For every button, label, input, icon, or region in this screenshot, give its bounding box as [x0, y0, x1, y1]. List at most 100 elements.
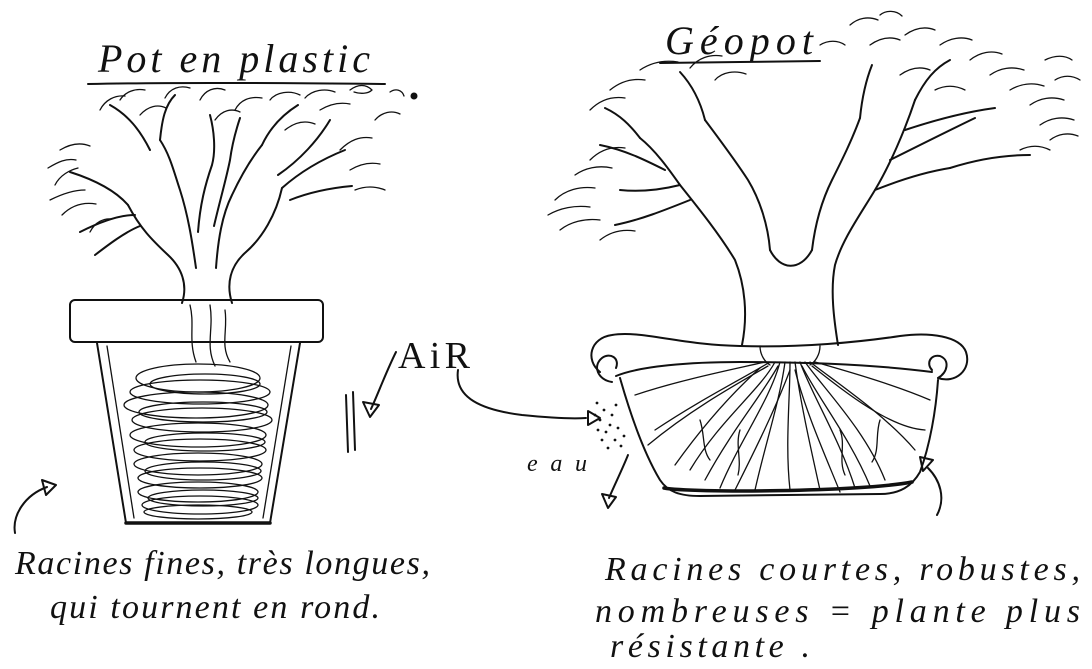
- right-canopy-stroke: [1010, 84, 1044, 90]
- right-canopy-stroke: [820, 41, 845, 45]
- left-canopy-stroke: [350, 163, 380, 170]
- air-arrow-left-shaft: [371, 352, 396, 409]
- root-from-trunk: [190, 305, 196, 362]
- circling-root-loop: [134, 439, 266, 461]
- right-canopy-stroke: [1030, 98, 1064, 105]
- left-canopy-stroke: [50, 190, 85, 200]
- right-canopy-stroke: [990, 68, 1024, 75]
- left-trunk-stroke: [278, 120, 330, 175]
- air-pore-dot: [605, 431, 608, 434]
- fabric-pot-rim-roll-left: [597, 356, 617, 382]
- left-canopy-stroke: [120, 89, 145, 100]
- left-trunk-stroke: [160, 95, 175, 140]
- air-pore-dot: [614, 439, 617, 442]
- left-trunk-stroke: [290, 186, 352, 200]
- left-canopy-stroke: [320, 103, 350, 110]
- left-trunk-stroke: [282, 150, 345, 188]
- right-canopy-stroke: [935, 86, 965, 90]
- left-pointer-shaft: [15, 487, 47, 533]
- left-trunk-stroke: [128, 205, 184, 303]
- air-pore-dot: [617, 427, 620, 430]
- right-canopy-stroke: [870, 38, 900, 45]
- fabric-root: [675, 368, 760, 465]
- right-trunk-stroke: [812, 118, 860, 250]
- right-caption-line-2: nombreuses = plante plus: [595, 593, 1080, 630]
- left-canopy-stroke: [305, 90, 335, 98]
- right-title-group: Géopot: [660, 18, 820, 63]
- right-trunk-stroke: [640, 138, 745, 345]
- right-canopy-stroke: [1020, 146, 1050, 150]
- left-canopy-stroke: [390, 90, 404, 96]
- right-trunk-stroke: [605, 108, 640, 138]
- right-canopy-stroke: [880, 11, 902, 16]
- left-canopy-stroke: [285, 122, 315, 130]
- right-canopy-stroke: [905, 28, 935, 35]
- left-canopy-stroke: [48, 159, 76, 168]
- air-label: AiR: [398, 335, 471, 377]
- left-canopy-stroke: [55, 168, 78, 185]
- water-annotation: eau: [527, 451, 628, 508]
- right-canopy-stroke: [610, 79, 645, 90]
- right-trunk-stroke: [620, 185, 680, 191]
- fabric-root: [788, 362, 790, 490]
- right-trunk-stroke: [915, 60, 950, 100]
- left-tree-trunk: [70, 95, 352, 303]
- left-trunk-stroke: [198, 115, 214, 232]
- left-trunk-stroke: [216, 145, 262, 268]
- fabric-root: [755, 362, 785, 490]
- air-pore-dot: [615, 404, 618, 407]
- left-title-underline: [88, 83, 385, 84]
- left-caption-line-2: qui tournent en rond.: [50, 589, 380, 626]
- right-canopy-stroke: [1055, 76, 1080, 80]
- left-trunk-stroke: [229, 188, 282, 303]
- air-pore-dot: [594, 414, 597, 417]
- right-trunk-stroke: [770, 250, 812, 266]
- air-arrow-right-head: [588, 411, 600, 425]
- plastic-wall-mark: [346, 395, 348, 452]
- right-caption: Racines courtes, robustes, nombreuses = …: [595, 551, 1080, 665]
- water-label: eau: [527, 451, 587, 477]
- left-title: Pot en plastic: [97, 36, 370, 81]
- right-canopy-stroke: [1040, 118, 1074, 125]
- left-caption-pointer: [15, 480, 56, 533]
- left-tree-canopy: [48, 86, 418, 233]
- left-canopy-stroke: [140, 106, 166, 115]
- left-canopy-stroke: [215, 110, 240, 120]
- fabric-root: [735, 370, 790, 490]
- left-canopy-stroke: [350, 86, 372, 94]
- water-arrow-head: [602, 494, 616, 508]
- left-caption: Racines fines, très longues, qui tournen…: [14, 545, 430, 626]
- left-canopy-stroke: [340, 138, 372, 151]
- circling-root-loop: [139, 402, 267, 422]
- left-canopy-stroke: [270, 92, 300, 100]
- right-title: Géopot: [665, 18, 814, 63]
- left-canopy-leaf: [411, 93, 418, 100]
- right-trunk-stroke: [860, 65, 872, 118]
- air-pore-dot: [596, 402, 599, 405]
- right-canopy-stroke: [548, 206, 590, 215]
- right-trunk-stroke: [905, 108, 995, 130]
- right-canopy-stroke: [715, 72, 746, 80]
- left-trunk-stroke: [80, 215, 135, 232]
- left-canopy-stroke: [62, 203, 96, 215]
- air-pore-dot: [607, 447, 610, 450]
- right-canopy-stroke: [940, 38, 972, 45]
- air-pore-dot: [623, 435, 626, 438]
- right-canopy-stroke: [555, 188, 595, 201]
- right-trunk-stroke: [615, 200, 690, 225]
- left-canopy-stroke: [375, 112, 400, 120]
- root-from-trunk: [210, 305, 215, 366]
- air-pore-dot: [620, 445, 623, 448]
- right-tree-canopy: [548, 11, 1080, 240]
- plastic-pot: [70, 300, 323, 523]
- right-canopy-stroke: [1045, 56, 1072, 60]
- left-trunk-stroke: [160, 140, 196, 268]
- air-pore-dot: [601, 439, 604, 442]
- left-canopy-stroke: [165, 87, 190, 98]
- right-canopy-stroke: [850, 18, 878, 25]
- fabric-root: [795, 370, 840, 492]
- left-caption-line-1: Racines fines, très longues,: [14, 545, 430, 582]
- right-canopy-stroke: [1050, 134, 1078, 140]
- air-pore-dot: [611, 414, 614, 417]
